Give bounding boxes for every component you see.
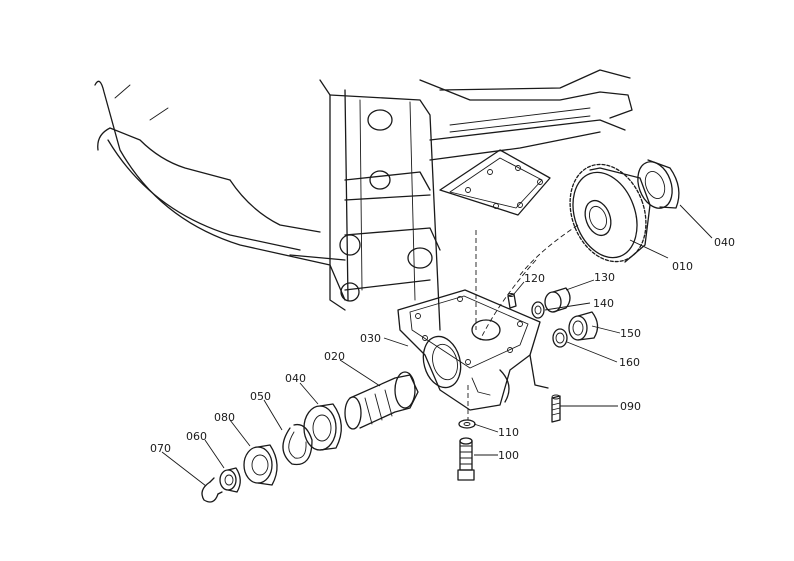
leader-lines — [161, 204, 713, 487]
gear-case-030 — [397, 289, 549, 411]
callout-160: 160 — [619, 356, 640, 369]
callout-130: 130 — [594, 271, 615, 284]
callout-090: 090 — [620, 400, 641, 413]
oring-140 — [531, 301, 545, 319]
callout-labels: 010 040 120 130 140 150 160 030 020 040 … — [150, 236, 735, 462]
callout-050: 050 — [250, 390, 271, 403]
callout-080: 080 — [214, 411, 235, 424]
collar-080 — [243, 444, 278, 486]
bolt-090 — [551, 394, 561, 423]
pin-120 — [507, 293, 517, 309]
callout-120: 120 — [524, 272, 545, 285]
shaft-020 — [344, 371, 419, 430]
bearing-040-top — [637, 159, 680, 209]
callout-060: 060 — [186, 430, 207, 443]
plug-150 — [568, 311, 599, 341]
callout-110: 110 — [498, 426, 519, 439]
snap-ring-050 — [282, 423, 313, 466]
callout-020-shaft: 020 — [324, 350, 345, 363]
bolt-100 — [457, 437, 475, 481]
washer-110 — [458, 419, 476, 429]
callout-140: 140 — [593, 297, 614, 310]
alignment-line — [479, 259, 537, 341]
gear-010 — [569, 163, 651, 263]
transmission-housing — [94, 69, 633, 331]
circlip-070 — [201, 477, 223, 503]
bearing-040-lower — [303, 403, 342, 451]
plug-130 — [544, 287, 571, 313]
callout-100: 100 — [498, 449, 519, 462]
alignment-line — [519, 224, 579, 276]
oring-160 — [552, 328, 568, 348]
callout-040-lower-bearing: 040 — [285, 372, 306, 385]
callout-010-gear: 010 — [672, 260, 693, 273]
callout-040-top-bearing: 040 — [714, 236, 735, 249]
collar-060 — [219, 467, 241, 493]
callout-150: 150 — [620, 327, 641, 340]
callout-070: 070 — [150, 442, 171, 455]
callout-030-gear-case: 030 — [360, 332, 381, 345]
